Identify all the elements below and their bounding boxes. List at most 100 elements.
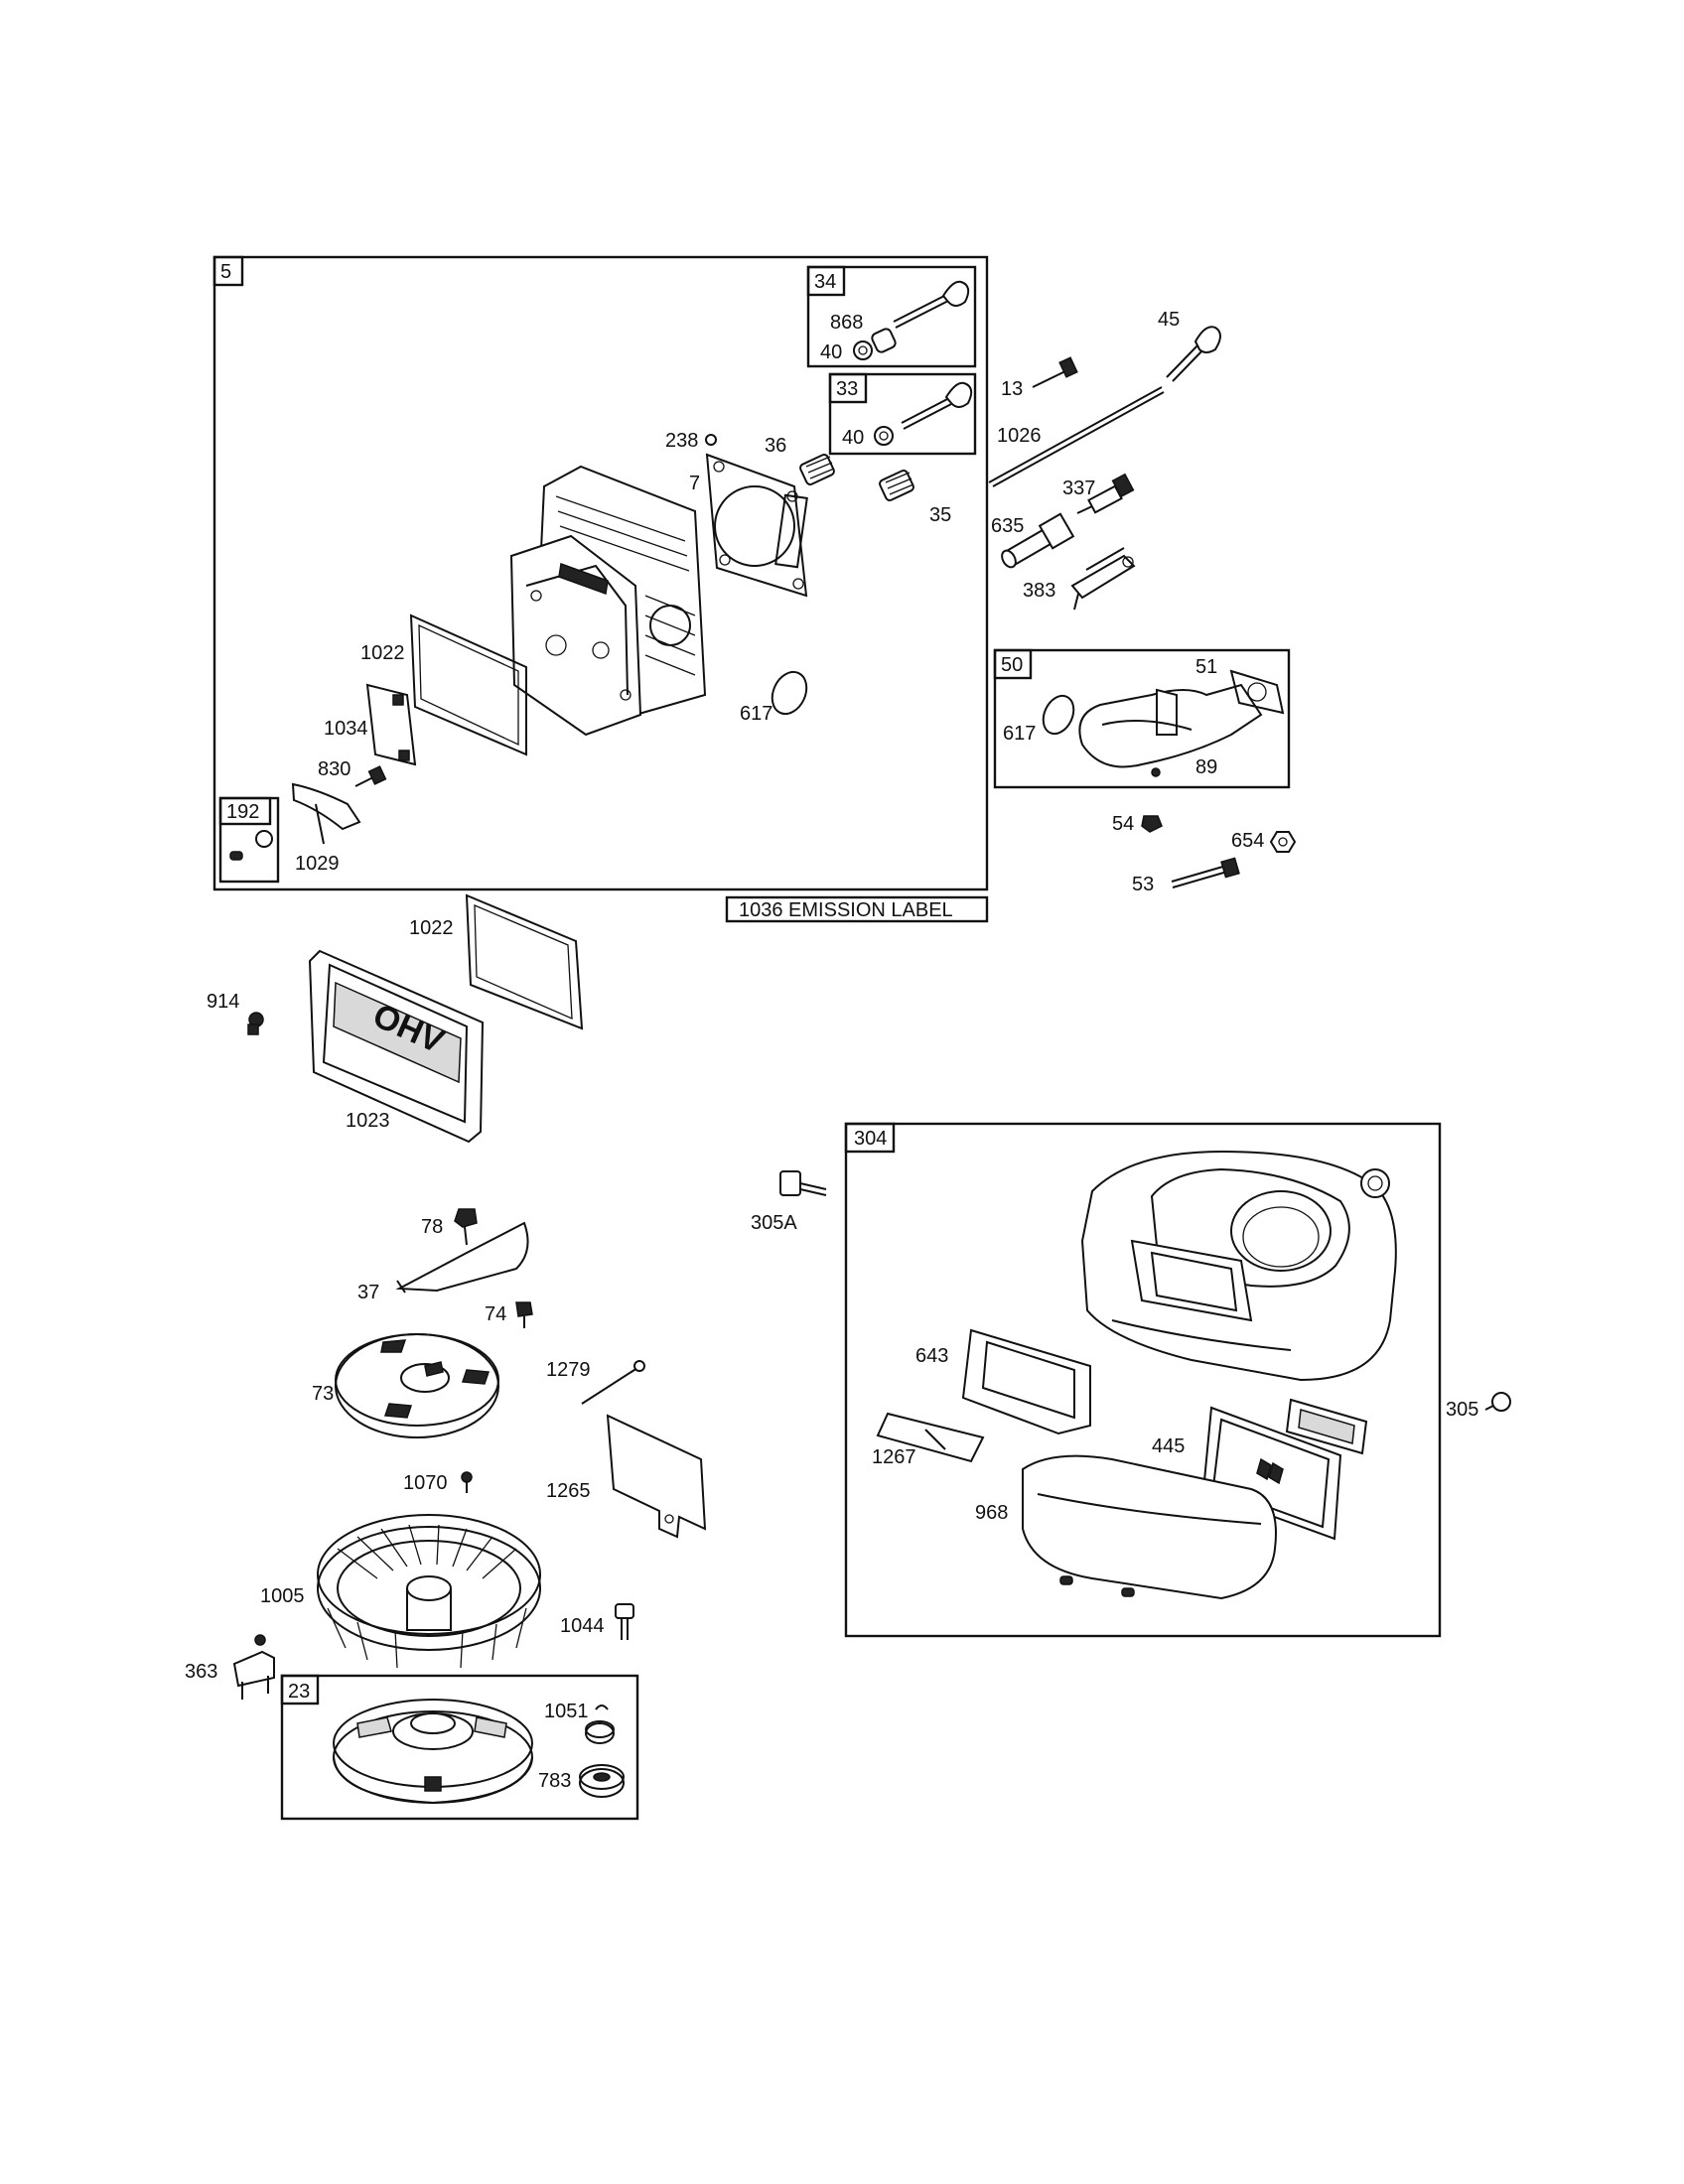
blower-housing-icon <box>1080 1150 1397 1382</box>
group-304-blower-housing: 304 643 967 445 1267 <box>844 1122 1442 1638</box>
group-304-label: 304 <box>854 1128 887 1150</box>
bolt-icon <box>515 1301 533 1328</box>
group-23-frame <box>280 1674 639 1821</box>
callout-1005: 1005 <box>260 1585 305 1607</box>
group-5-cylinder-head: 5 34 868 40 33 <box>212 255 989 891</box>
gasket-icon <box>1229 669 1285 715</box>
gasket-icon <box>465 893 584 1030</box>
group-192-tag <box>218 796 272 826</box>
callout-1267: 1267 <box>872 1446 916 1468</box>
callout-53: 53 <box>1132 874 1154 895</box>
group-23-label: 23 <box>288 1681 310 1703</box>
valve-icon <box>1166 326 1221 382</box>
emission-label: 1036 EMISSION LABEL <box>725 895 989 923</box>
callout-305: 305 <box>1446 1399 1478 1421</box>
cylinder-head-icon <box>509 465 707 737</box>
decal-icon <box>1285 1398 1368 1455</box>
group-34-frame <box>806 265 977 368</box>
callout-37: 37 <box>357 1282 379 1303</box>
bolt-icon <box>454 1208 478 1246</box>
emission-label-text: 1036 EMISSION LABEL <box>739 899 953 921</box>
bracket-icon <box>606 1414 707 1539</box>
rocker-arm-icon <box>1070 547 1136 611</box>
callout-1023: 1023 <box>346 1110 390 1132</box>
callout-968: 968 <box>975 1502 1008 1524</box>
callout-13: 13 <box>1001 378 1023 400</box>
group-5-frame <box>212 255 989 891</box>
spark-plug-icon <box>1076 473 1135 514</box>
rocker-cover-icon: OHV <box>308 949 485 1144</box>
o-ring-icon <box>1042 694 1075 736</box>
callout-383: 383 <box>1023 580 1055 602</box>
callout-1044: 1044 <box>560 1615 605 1637</box>
group-33-frame <box>828 372 977 456</box>
callout-1029: 1029 <box>295 853 340 875</box>
callout-238: 238 <box>665 430 698 452</box>
air-guide-icon <box>961 1328 1091 1435</box>
armature-icon <box>232 1634 275 1700</box>
group-33-tag <box>828 372 868 404</box>
spring-icon <box>879 470 914 501</box>
callout-40-a: 40 <box>820 341 842 363</box>
screen-icon <box>335 1333 499 1438</box>
valve-icon <box>893 280 970 329</box>
callout-35: 35 <box>929 504 951 526</box>
group-23-tag <box>280 1674 320 1706</box>
gasket-icon <box>409 614 527 756</box>
callout-868: 868 <box>830 312 863 334</box>
callout-54: 54 <box>1112 813 1134 835</box>
callout-89: 89 <box>1195 756 1217 778</box>
callout-783: 783 <box>538 1770 571 1792</box>
nut-icon <box>1269 831 1297 853</box>
group-34-label: 34 <box>814 271 836 293</box>
callout-1022-a: 1022 <box>360 642 405 664</box>
guard-icon <box>876 1412 985 1463</box>
group-5-tag <box>212 255 244 287</box>
valve-icon <box>901 381 973 430</box>
valve-seal-icon <box>871 328 897 353</box>
bolt-icon <box>779 1170 827 1196</box>
group-34-exhaust-valve: 34 868 40 <box>806 265 977 368</box>
callout-337: 337 <box>1062 478 1095 499</box>
emission-label-frame <box>725 895 989 923</box>
group-50-label: 50 <box>1001 654 1023 676</box>
callout-45: 45 <box>1158 309 1180 331</box>
callout-78: 78 <box>421 1216 443 1238</box>
gear-icon <box>579 1764 625 1798</box>
callout-73: 73 <box>312 1383 334 1405</box>
group-5-label: 5 <box>220 261 231 283</box>
callout-830: 830 <box>318 758 351 780</box>
retainer-icon <box>874 426 894 446</box>
callout-617-b: 617 <box>1003 723 1036 745</box>
flywheel-icon <box>317 1514 541 1669</box>
clip-icon <box>595 1705 609 1710</box>
tappet-icon <box>1001 512 1075 569</box>
group-33-intake-valve: 33 40 <box>828 372 977 456</box>
breather-plate-icon <box>365 683 417 766</box>
bolt-icon <box>461 1471 473 1493</box>
callout-1265: 1265 <box>546 1480 591 1502</box>
callout-1022-b: 1022 <box>409 917 454 939</box>
callout-643: 643 <box>915 1345 948 1367</box>
group-192: 192 <box>218 796 280 884</box>
callout-305a: 305A <box>751 1212 797 1234</box>
flywheel-icon <box>333 1699 533 1805</box>
callout-914: 914 <box>207 991 239 1013</box>
gasket-icon <box>705 453 808 598</box>
group-50-tag <box>993 648 1033 680</box>
bolt-icon <box>354 765 387 787</box>
callout-654: 654 <box>1231 830 1264 852</box>
callout-363: 363 <box>185 1661 217 1683</box>
screw-icon <box>581 1360 645 1405</box>
stud-icon <box>1171 857 1240 888</box>
retainer-icon <box>853 341 873 360</box>
manifold-icon <box>1078 683 1263 768</box>
spring-icon <box>799 454 835 485</box>
callout-40-b: 40 <box>842 427 864 449</box>
bolt-icon <box>1141 815 1163 833</box>
callout-617-a: 617 <box>740 703 772 725</box>
callout-7: 7 <box>689 473 700 494</box>
group-33-label: 33 <box>836 378 858 400</box>
screen-icon <box>1201 1406 1342 1541</box>
